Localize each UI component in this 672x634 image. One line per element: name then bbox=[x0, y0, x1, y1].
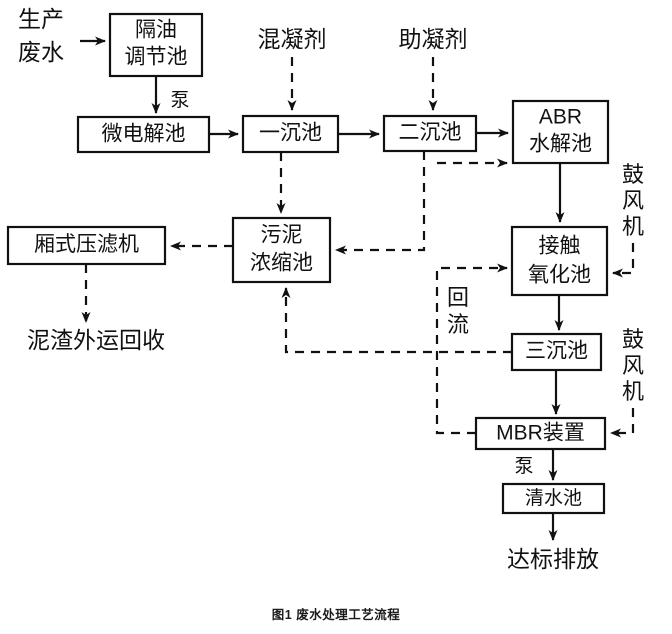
edge-tertiary-sed-sludge-to-thickening bbox=[281, 287, 512, 354]
sludge-thickening-tank-box bbox=[231, 216, 332, 284]
input-coagulant: 混凝剂 bbox=[258, 26, 327, 111]
influent-label-line2: 废水 bbox=[18, 39, 64, 65]
oil-separation-tank-label-line1: 隔油 bbox=[135, 19, 177, 42]
input-flocculant: 助凝剂 bbox=[399, 26, 468, 111]
sludge-haulage-label: 泥渣外运回收 bbox=[27, 327, 165, 353]
pump-label-top: 泵 bbox=[170, 90, 189, 111]
contact-oxidation-tank-label-line1: 接触 bbox=[539, 235, 581, 258]
influent-label-line1: 生产 bbox=[18, 6, 64, 32]
node-secondary-sedimentation-tank: 二沉池 bbox=[382, 114, 478, 153]
oil-separation-tank-box bbox=[108, 12, 204, 78]
contact-oxidation-tank-label-line2: 氧化池 bbox=[528, 264, 591, 287]
clean-water-tank-label: 清水池 bbox=[525, 487, 582, 509]
node-clean-water-tank: 清水池 bbox=[501, 482, 606, 515]
figure-caption: 图1 废水处理工艺流程 bbox=[271, 608, 401, 622]
reflux-label-char1: 回 bbox=[447, 285, 469, 310]
blower-lower-char1: 鼓 bbox=[622, 327, 644, 352]
coagulant-label: 混凝剂 bbox=[258, 26, 327, 52]
discharge-label: 达标排放 bbox=[507, 546, 599, 572]
micro-electrolysis-tank-label: 微电解池 bbox=[102, 123, 186, 146]
input-blower-lower: 鼓 风 机 bbox=[610, 327, 644, 438]
pump-label-bottom: 泵 bbox=[514, 456, 533, 477]
node-mbr-unit: MBR装置 bbox=[474, 416, 607, 451]
edge-mbr-reflux-to-contact-oxidation bbox=[435, 263, 508, 435]
micro-electrolysis-tank-box bbox=[76, 115, 211, 154]
blower-lower-air-line bbox=[610, 408, 635, 438]
input-blower-upper: 鼓 风 机 bbox=[612, 162, 644, 278]
node-sludge-haulage: 泥渣外运回收 bbox=[27, 327, 165, 353]
blower-upper-char2: 风 bbox=[622, 188, 644, 213]
node-micro-electrolysis-tank: 微电解池 bbox=[76, 115, 211, 154]
sludge-thickening-tank-label-line2: 浓缩池 bbox=[250, 252, 313, 275]
chamber-filter-press-box bbox=[6, 225, 167, 266]
node-primary-sedimentation-tank: 一沉池 bbox=[241, 114, 340, 154]
sludge-thickening-tank-label-line1: 污泥 bbox=[261, 224, 303, 247]
edge-label-reflux: 回 流 bbox=[447, 285, 469, 337]
contact-oxidation-tank-box bbox=[510, 225, 609, 297]
node-abr-hydrolysis-tank: ABR 水解池 bbox=[511, 99, 610, 165]
primary-sedimentation-tank-box bbox=[241, 114, 340, 154]
node-contact-oxidation-tank: 接触 氧化池 bbox=[510, 225, 609, 297]
node-discharge: 达标排放 bbox=[507, 546, 599, 572]
blower-upper-air-line bbox=[612, 243, 635, 278]
blower-lower-char2: 风 bbox=[622, 353, 644, 378]
node-oil-separation-tank: 隔油 调节池 bbox=[108, 12, 204, 78]
chamber-filter-press-label: 厢式压滤机 bbox=[34, 233, 139, 256]
blower-lower-char3: 机 bbox=[622, 379, 644, 404]
oil-separation-tank-label-line2: 调节池 bbox=[125, 46, 188, 69]
node-sludge-thickening-tank: 污泥 浓缩池 bbox=[231, 216, 332, 284]
blower-upper-char3: 机 bbox=[622, 214, 644, 239]
edge-secondary-sed-sludge-to-thickening bbox=[335, 151, 426, 255]
abr-hydrolysis-tank-label-line1: ABR bbox=[539, 106, 582, 129]
reflux-label-char2: 流 bbox=[447, 312, 469, 337]
abr-hydrolysis-tank-label-line2: 水解池 bbox=[529, 133, 592, 156]
blower-upper-char1: 鼓 bbox=[622, 162, 644, 187]
node-chamber-filter-press: 厢式压滤机 bbox=[6, 225, 167, 266]
secondary-sedimentation-tank-label: 二沉池 bbox=[399, 121, 462, 144]
flocculant-label: 助凝剂 bbox=[399, 26, 468, 52]
mbr-unit-label: MBR装置 bbox=[496, 422, 585, 445]
primary-sedimentation-tank-label: 一沉池 bbox=[259, 122, 322, 145]
node-influent: 生产 废水 bbox=[18, 6, 64, 65]
tertiary-sedimentation-tank-label: 三沉池 bbox=[525, 340, 588, 363]
node-tertiary-sedimentation-tank: 三沉池 bbox=[510, 332, 603, 372]
